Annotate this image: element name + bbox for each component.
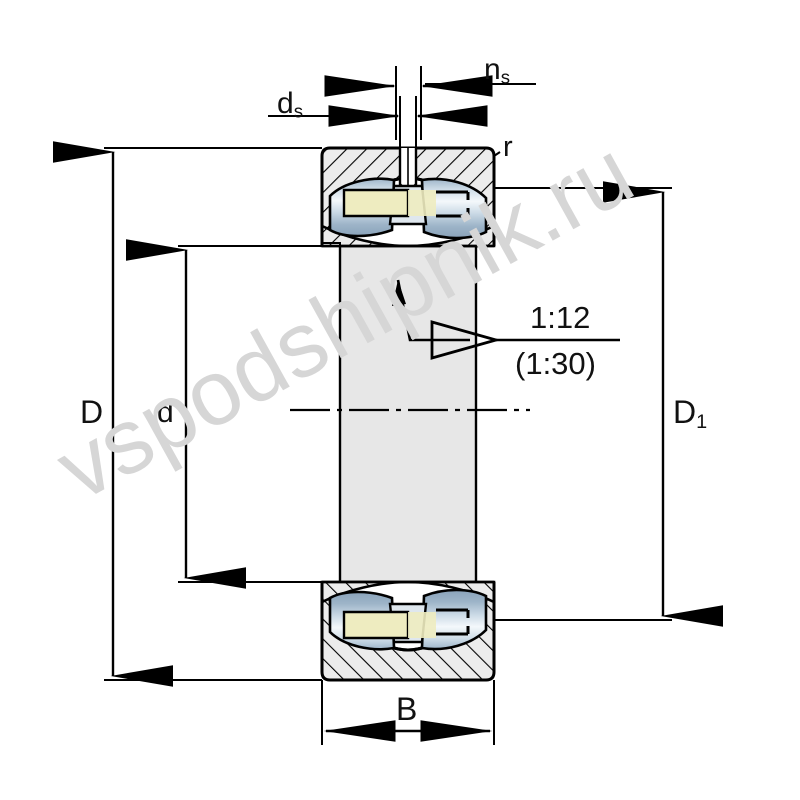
label-ds-base: d bbox=[277, 87, 294, 120]
label-ns-base: n bbox=[484, 53, 501, 86]
label-taper-secondary: (1:30) bbox=[515, 346, 596, 381]
cage-pocket-dashed-top bbox=[436, 190, 470, 218]
chamfer-leader bbox=[493, 151, 501, 157]
label-ds-sub: s bbox=[293, 100, 303, 122]
inner-ring-body bbox=[338, 244, 478, 584]
label-width: B bbox=[396, 691, 418, 727]
label-taper-primary: 1:12 bbox=[530, 300, 591, 335]
label-lubrication-hole-diameter: ds bbox=[277, 89, 303, 121]
label-D1-sub: 1 bbox=[696, 410, 708, 433]
label-D1-base: D bbox=[673, 394, 697, 430]
taper-callout bbox=[392, 279, 620, 360]
label-bore-diameter: d bbox=[157, 396, 174, 429]
cage-top bbox=[342, 188, 436, 218]
label-inner-ring-outer-diameter: D1 bbox=[673, 396, 707, 433]
label-ns-sub: s bbox=[500, 66, 510, 88]
roller-top-right bbox=[420, 177, 488, 240]
cage-bottom bbox=[342, 610, 436, 640]
label-chamfer-radius: r bbox=[503, 131, 513, 163]
label-outer-diameter: D bbox=[80, 394, 104, 430]
label-lubrication-groove-width: ns bbox=[484, 55, 510, 87]
cage-pocket-dashed-bottom bbox=[436, 608, 470, 636]
